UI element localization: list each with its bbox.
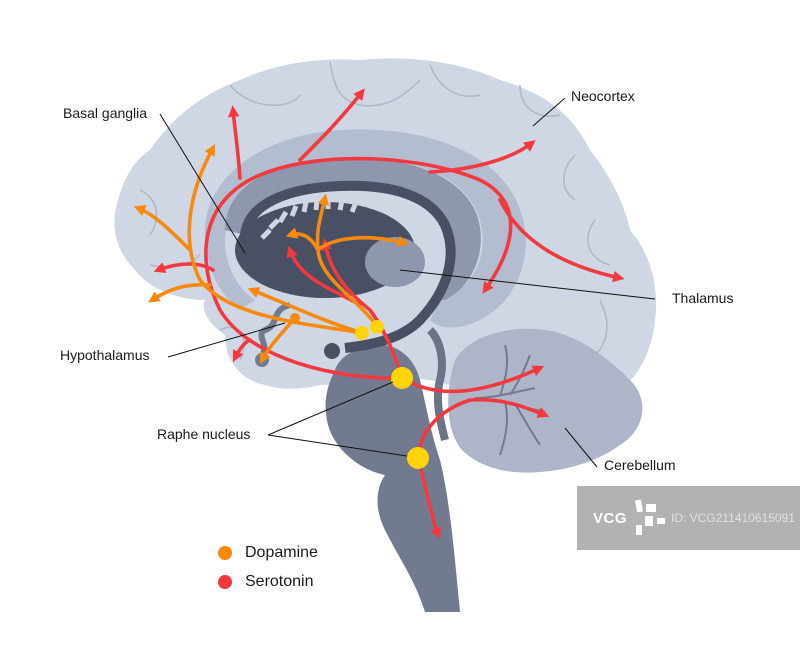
legend-item-serotonin: Serotonin	[218, 567, 318, 596]
watermark-burst-icon	[635, 499, 666, 535]
label-raphe-nucleus: Raphe nucleus	[157, 426, 250, 442]
dopamine-nucleus-2	[370, 320, 384, 334]
legend-label: Serotonin	[245, 572, 314, 590]
serotonin-dot-icon	[218, 574, 232, 589]
legend-label: Dopamine	[245, 543, 318, 561]
legend-item-dopamine: Dopamine	[218, 538, 318, 567]
watermark-logo: VCG	[593, 509, 628, 527]
serotonin-pathways	[153, 88, 625, 540]
raphe-nucleus-upper	[391, 367, 413, 389]
dopamine-nucleus-1	[355, 326, 369, 340]
watermark-id: ID: VCG211410615091	[671, 511, 795, 525]
label-hypothalamus: Hypothalamus	[60, 347, 150, 363]
leader-lines	[159, 97, 656, 468]
label-thalamus: Thalamus	[672, 290, 733, 306]
label-neocortex: Neocortex	[571, 88, 635, 104]
dopamine-dot-icon	[218, 545, 232, 560]
legend: Dopamine Serotonin	[218, 538, 318, 596]
watermark: VCG ID: VCG211410615091	[577, 486, 800, 550]
raphe-nucleus-lower	[407, 447, 429, 469]
dopamine-pathways	[133, 143, 410, 365]
label-basal-ganglia: Basal ganglia	[63, 105, 147, 121]
brainstem-region	[325, 327, 460, 612]
nuclei	[355, 320, 429, 469]
label-cerebellum: Cerebellum	[604, 457, 676, 473]
